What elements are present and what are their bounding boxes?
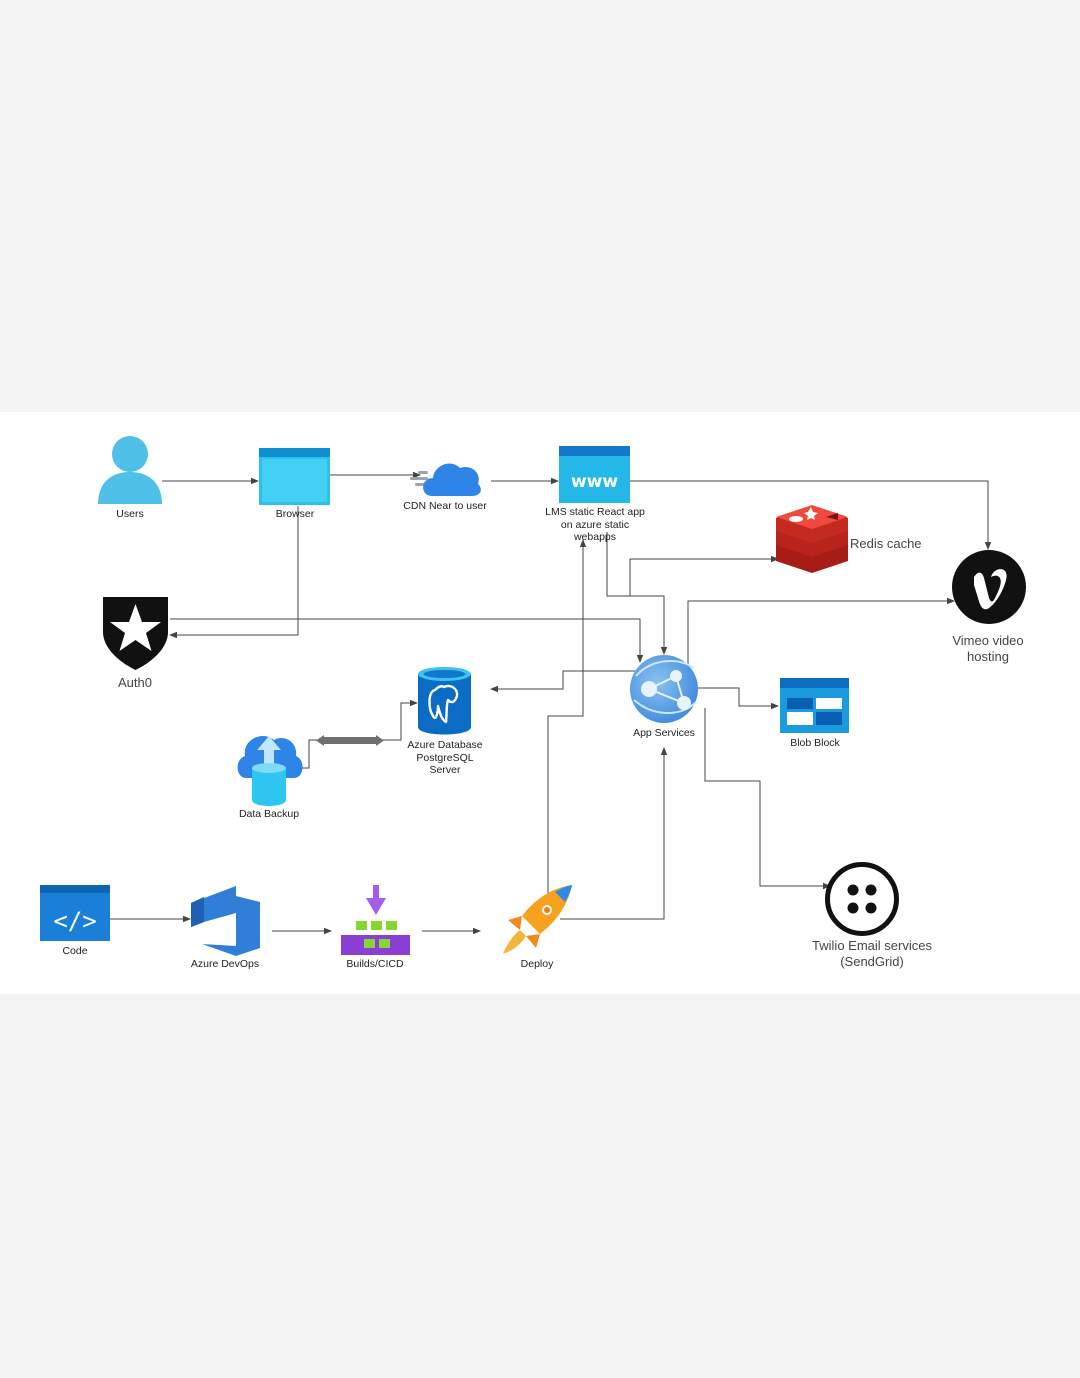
www-window-icon[interactable]: www bbox=[559, 446, 630, 503]
edge-browser-auth0 bbox=[169, 506, 299, 639]
cloud-icon[interactable] bbox=[410, 463, 481, 496]
devops-label: Azure DevOps bbox=[190, 958, 260, 970]
azure-devops-icon[interactable] bbox=[191, 886, 260, 956]
blob-storage-icon[interactable] bbox=[780, 678, 849, 733]
svg-text:</>: </> bbox=[53, 907, 96, 935]
postgresql-database-icon[interactable] bbox=[418, 667, 471, 735]
blob-label: Blob Block bbox=[790, 737, 840, 749]
vimeo-label: Vimeo video hosting bbox=[952, 633, 1024, 664]
edge-appservices-redis bbox=[629, 555, 779, 596]
code-brackets-icon[interactable]: </> bbox=[40, 885, 110, 941]
twilio-icon[interactable] bbox=[825, 862, 899, 936]
deploy-label: Deploy bbox=[520, 958, 554, 970]
redis-label: Redis cache bbox=[850, 536, 922, 551]
appservices-label: App Services bbox=[633, 727, 695, 739]
edge-deploy-lms bbox=[547, 539, 587, 893]
edge-appservices-postgres bbox=[490, 670, 635, 693]
edge-auth0-appservices bbox=[170, 618, 644, 663]
users-label: Users bbox=[116, 508, 144, 520]
edge-appservices-vimeo bbox=[687, 597, 955, 666]
auth0-shield-icon[interactable] bbox=[103, 597, 168, 670]
edge-appservices-blob bbox=[698, 687, 779, 710]
edge-lms-appservices bbox=[606, 532, 668, 655]
cdn-label: CDN Near to user bbox=[403, 500, 487, 512]
connectors bbox=[110, 471, 992, 935]
builds-label: Builds/CICD bbox=[346, 958, 404, 970]
postgres-label: Azure Database PostgreSQL Server bbox=[407, 739, 483, 776]
rocket-icon[interactable] bbox=[503, 885, 572, 954]
twilio-label: Twilio Email services (SendGrid) bbox=[812, 938, 932, 969]
code-label: Code bbox=[62, 945, 88, 957]
redis-icon[interactable] bbox=[776, 505, 848, 573]
vimeo-icon[interactable] bbox=[952, 550, 1026, 624]
edge-appservices-twilio bbox=[704, 708, 831, 890]
edge-deploy-appservices bbox=[560, 747, 668, 920]
svg-text:www: www bbox=[571, 472, 618, 492]
diagram-panel bbox=[0, 412, 1080, 994]
auth0-label: Auth0 bbox=[118, 675, 152, 690]
builds-pipeline-icon[interactable] bbox=[341, 885, 410, 955]
backup-sync-arrow bbox=[316, 735, 384, 746]
backup-label: Data Backup bbox=[238, 808, 300, 820]
cloud-upload-database-icon[interactable] bbox=[237, 735, 303, 806]
lms-label: LMS static React app on azure static web… bbox=[545, 506, 645, 543]
app-services-globe-icon[interactable] bbox=[630, 655, 698, 723]
user-icon[interactable] bbox=[98, 436, 162, 504]
browser-label: Browser bbox=[275, 508, 315, 520]
browser-window-icon[interactable] bbox=[259, 448, 330, 505]
edge-lms-vimeo bbox=[630, 480, 992, 550]
